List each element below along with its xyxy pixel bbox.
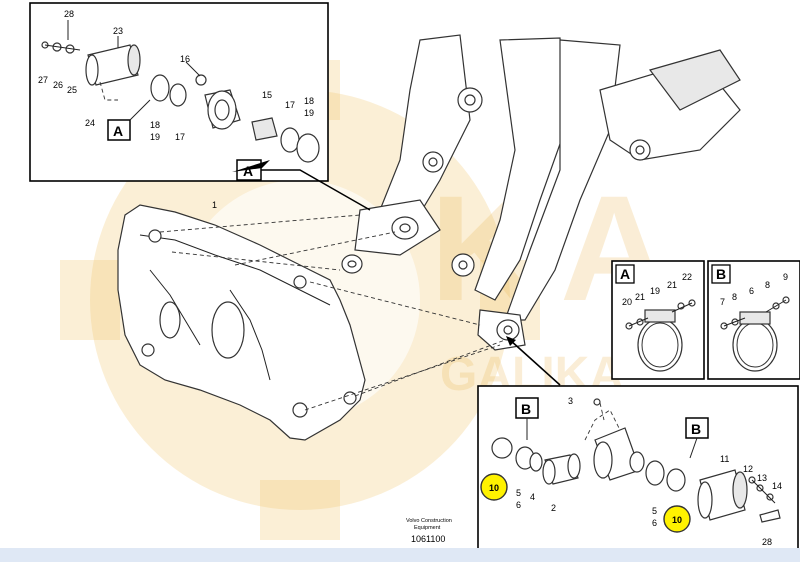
callout-10-left: 10: [489, 483, 499, 493]
detail-box-b: B B: [477, 336, 799, 551]
detail-box-b-small: B: [707, 260, 800, 380]
detail-box-a: A: [29, 2, 329, 182]
callout-24: 24: [85, 118, 95, 128]
callout-a-19: 19: [650, 286, 660, 296]
callout-14: 14: [772, 481, 782, 491]
callout-5-left: 5: [516, 488, 521, 498]
callout-17-right: 17: [285, 100, 295, 110]
callout-15: 15: [262, 90, 272, 100]
view-label-b-3: B: [691, 421, 701, 437]
callout-2: 2: [551, 503, 556, 513]
callout-17-left: 17: [175, 132, 185, 142]
callout-b-9: 9: [783, 272, 788, 282]
callout-a-22: 22: [682, 272, 692, 282]
view-label-a-2: A: [243, 163, 253, 179]
callout-12: 12: [743, 464, 753, 474]
view-a-pointer: A: [232, 159, 371, 211]
boom-assembly: [341, 34, 741, 351]
dashed-leaders: [159, 214, 506, 411]
callout-28-top: 28: [64, 9, 74, 19]
callout-23: 23: [113, 26, 123, 36]
callout-b-8-right: 8: [765, 280, 770, 290]
highlight-10-right: [663, 505, 691, 533]
view-label-a-1: A: [113, 123, 123, 139]
view-label-a-3: A: [620, 266, 630, 282]
callout-a-21-right: 21: [667, 280, 677, 290]
window-bottom-strip: [0, 548, 800, 562]
callout-18-left: 18: [150, 120, 160, 130]
highlight-10-left: [480, 473, 508, 501]
callout-b-6: 6: [749, 286, 754, 296]
callout-1: 1: [212, 200, 217, 210]
drawing-number: 1061100: [411, 534, 445, 544]
detail-box-a-small: A: [611, 260, 705, 380]
callout-6-left: 6: [516, 500, 521, 510]
callout-26: 26: [53, 80, 63, 90]
callout-19-left: 19: [150, 132, 160, 142]
callout-b-8-left: 8: [732, 292, 737, 302]
callout-a-21-left: 21: [635, 292, 645, 302]
publisher-line-1: Volvo Construction: [406, 518, 452, 524]
callout-28-bottom: 28: [762, 537, 772, 547]
callout-b-7: 7: [720, 297, 725, 307]
callout-25: 25: [67, 85, 77, 95]
callout-11: 11: [720, 454, 729, 464]
callout-numbers: 28 23 27 26 25 24 16 15 17 18 19 18 19 1…: [38, 9, 788, 547]
callout-16: 16: [180, 54, 190, 64]
view-label-b-1: B: [716, 266, 726, 282]
callout-19-right: 19: [304, 108, 314, 118]
callout-10-right: 10: [672, 515, 682, 525]
callout-4: 4: [530, 492, 535, 502]
drawing-info: Volvo Construction Equipment 1061100: [406, 518, 452, 544]
attachment-frame: [117, 204, 366, 441]
callout-5-right: 5: [652, 506, 657, 516]
callout-3: 3: [568, 396, 573, 406]
view-label-b-2: B: [521, 401, 531, 417]
callout-6-right: 6: [652, 518, 657, 528]
publisher-line-2: Equipment: [414, 525, 441, 531]
callout-18-right: 18: [304, 96, 314, 106]
callout-27: 27: [38, 75, 48, 85]
callout-13: 13: [757, 473, 767, 483]
callout-a-20: 20: [622, 297, 632, 307]
